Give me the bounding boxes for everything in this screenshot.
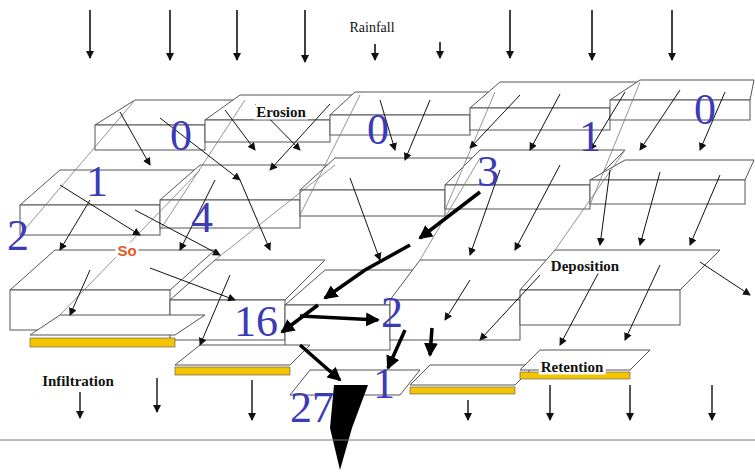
- slope-label: So: [115, 243, 138, 258]
- cell-value: 27: [288, 386, 336, 430]
- process-label: Erosion: [254, 105, 308, 120]
- process-label: Infiltration: [40, 374, 116, 389]
- cell-value: 4: [189, 196, 215, 240]
- cell-value: 0: [365, 108, 391, 152]
- cell-value: 1: [577, 115, 603, 159]
- figure-label: Rainfall: [347, 21, 396, 35]
- cell-value: 1: [84, 160, 110, 204]
- cell-value: 2: [379, 291, 405, 335]
- cell-value: 0: [168, 114, 194, 158]
- process-label: Deposition: [549, 259, 621, 274]
- cell-value: 2: [5, 214, 31, 258]
- cell-value: 16: [232, 300, 280, 344]
- cell-value: 1: [371, 362, 397, 406]
- cell-value: 0: [692, 88, 718, 132]
- cell-value: 3: [475, 150, 501, 194]
- process-label: Retention: [539, 360, 606, 375]
